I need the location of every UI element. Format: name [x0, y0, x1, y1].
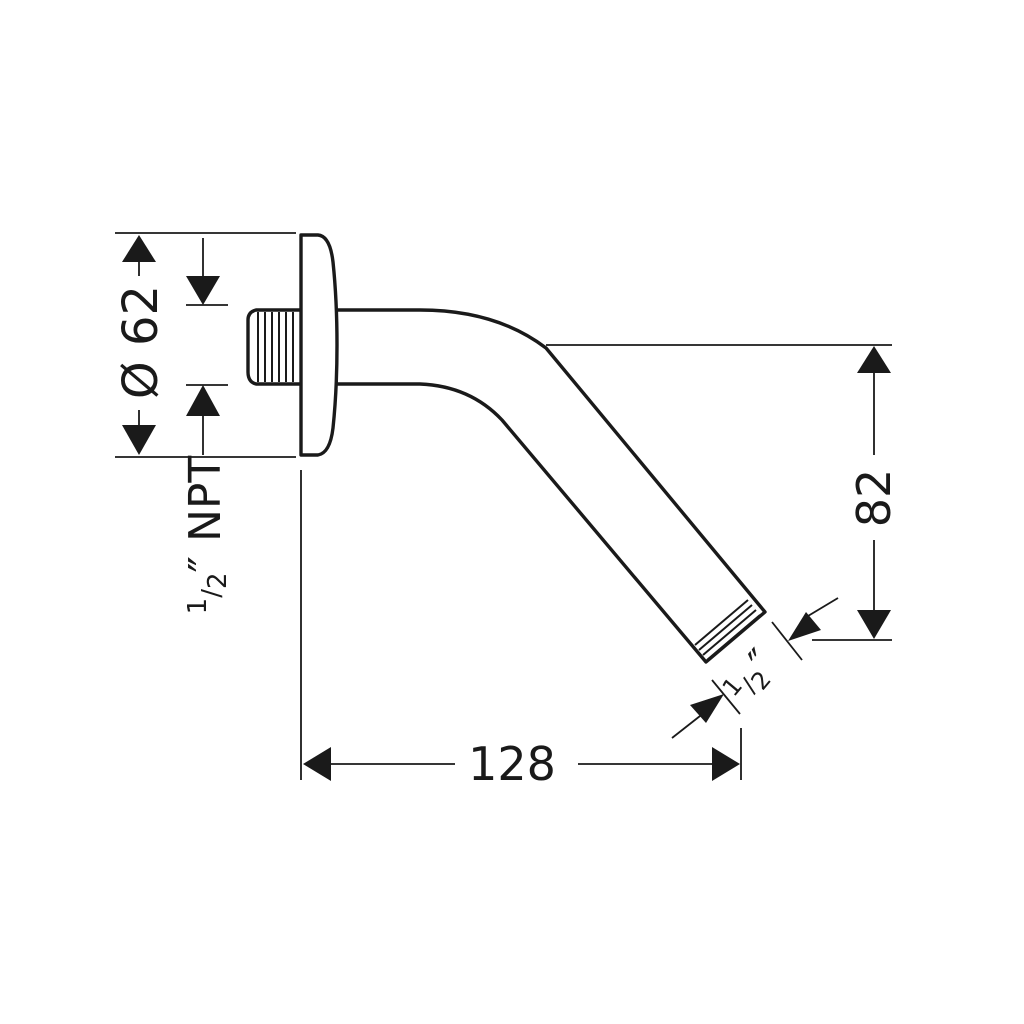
outlet-thread-lines: [694, 599, 761, 661]
drop-height-dimension: 82: [546, 344, 901, 641]
arrow-down-icon: [186, 276, 220, 305]
flange-diameter-dimension: Ø 62: [113, 232, 296, 458]
inlet-thread-lines: [257, 312, 294, 382]
drop-height-label: 82: [847, 469, 901, 528]
bent-pipe: [335, 308, 767, 664]
arrow-right-icon: [712, 747, 740, 781]
arrow-left-icon: [303, 747, 331, 781]
shower-arm: [246, 233, 767, 664]
inlet-thread-stub: [246, 308, 302, 386]
arrow-up-icon: [857, 346, 891, 373]
arrow-up-icon: [186, 385, 220, 416]
flange-diameter-label: Ø 62: [113, 285, 169, 399]
projection-length-label: 128: [468, 737, 556, 791]
outlet-thread-label: 1/2″: [715, 641, 786, 713]
arrow-down-icon: [857, 610, 891, 639]
inlet-thread-label: 1/2″ NPT: [180, 456, 233, 615]
projection-length-dimension: 128: [300, 470, 742, 791]
inlet-thread-dimension: 1/2″ NPT: [180, 238, 233, 614]
wall-flange: [299, 233, 339, 457]
arrow-in-icon: [788, 612, 821, 641]
arrow-down-icon: [122, 425, 156, 455]
arrow-up-icon: [122, 235, 156, 262]
arrow-in-icon: [690, 694, 724, 723]
